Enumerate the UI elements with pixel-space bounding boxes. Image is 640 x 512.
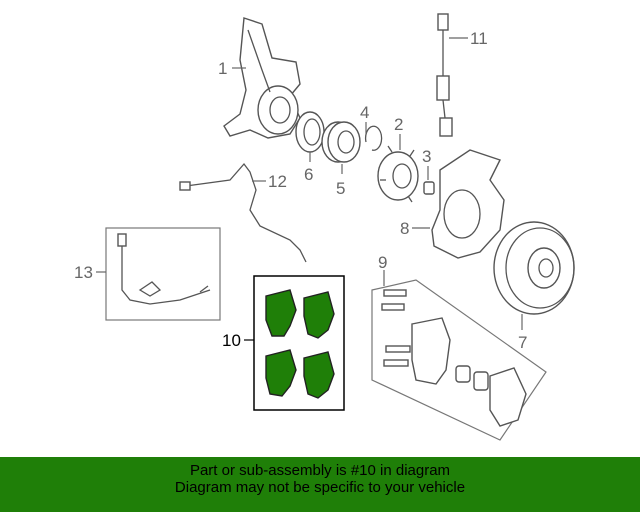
callout-11: 11 bbox=[470, 29, 488, 48]
brake-hose-part[interactable] bbox=[436, 13, 453, 137]
banner-line-1: Part or sub-assembly is #10 in diagram bbox=[189, 462, 451, 479]
steering-knuckle-part[interactable] bbox=[223, 17, 301, 139]
wheel-hub-part[interactable] bbox=[377, 145, 419, 203]
sensor-kit-box[interactable] bbox=[105, 227, 221, 321]
brake-pad-upper-left bbox=[265, 289, 297, 337]
callout-1: 1 bbox=[218, 59, 227, 78]
brake-pads-box[interactable] bbox=[253, 275, 345, 411]
banner-line-2: Diagram may not be specific to your vehi… bbox=[174, 479, 466, 496]
callout-2: 2 bbox=[394, 115, 403, 134]
callout-5: 5 bbox=[336, 179, 345, 198]
snap-ring-part[interactable] bbox=[364, 125, 383, 151]
callout-6: 6 bbox=[304, 165, 313, 184]
wheel-bearing-part[interactable] bbox=[321, 121, 361, 163]
callout-8: 8 bbox=[400, 219, 409, 238]
dust-shield-part[interactable] bbox=[431, 149, 505, 259]
seal-part[interactable] bbox=[295, 111, 325, 153]
hub-nut-part[interactable] bbox=[423, 181, 435, 195]
callout-10: 10 bbox=[222, 331, 241, 350]
brake-pad-lower-right bbox=[303, 351, 335, 399]
brake-pad-lower-left bbox=[265, 349, 297, 397]
callout-13: 13 bbox=[74, 263, 93, 282]
caliper-kit-box[interactable] bbox=[371, 279, 547, 441]
brake-rotor-part[interactable] bbox=[493, 221, 575, 315]
info-banner: Part or sub-assembly is #10 in diagram D… bbox=[0, 457, 640, 512]
callout-7: 7 bbox=[518, 333, 527, 352]
brake-pad-upper-right bbox=[303, 291, 335, 339]
callout-4: 4 bbox=[360, 103, 369, 122]
parts-diagram: 11 1 6 5 4 2 3 bbox=[74, 13, 575, 441]
callout-12: 12 bbox=[268, 172, 287, 191]
callout-9: 9 bbox=[378, 253, 387, 272]
callout-3: 3 bbox=[422, 147, 431, 166]
speed-sensor-part[interactable] bbox=[179, 162, 307, 263]
